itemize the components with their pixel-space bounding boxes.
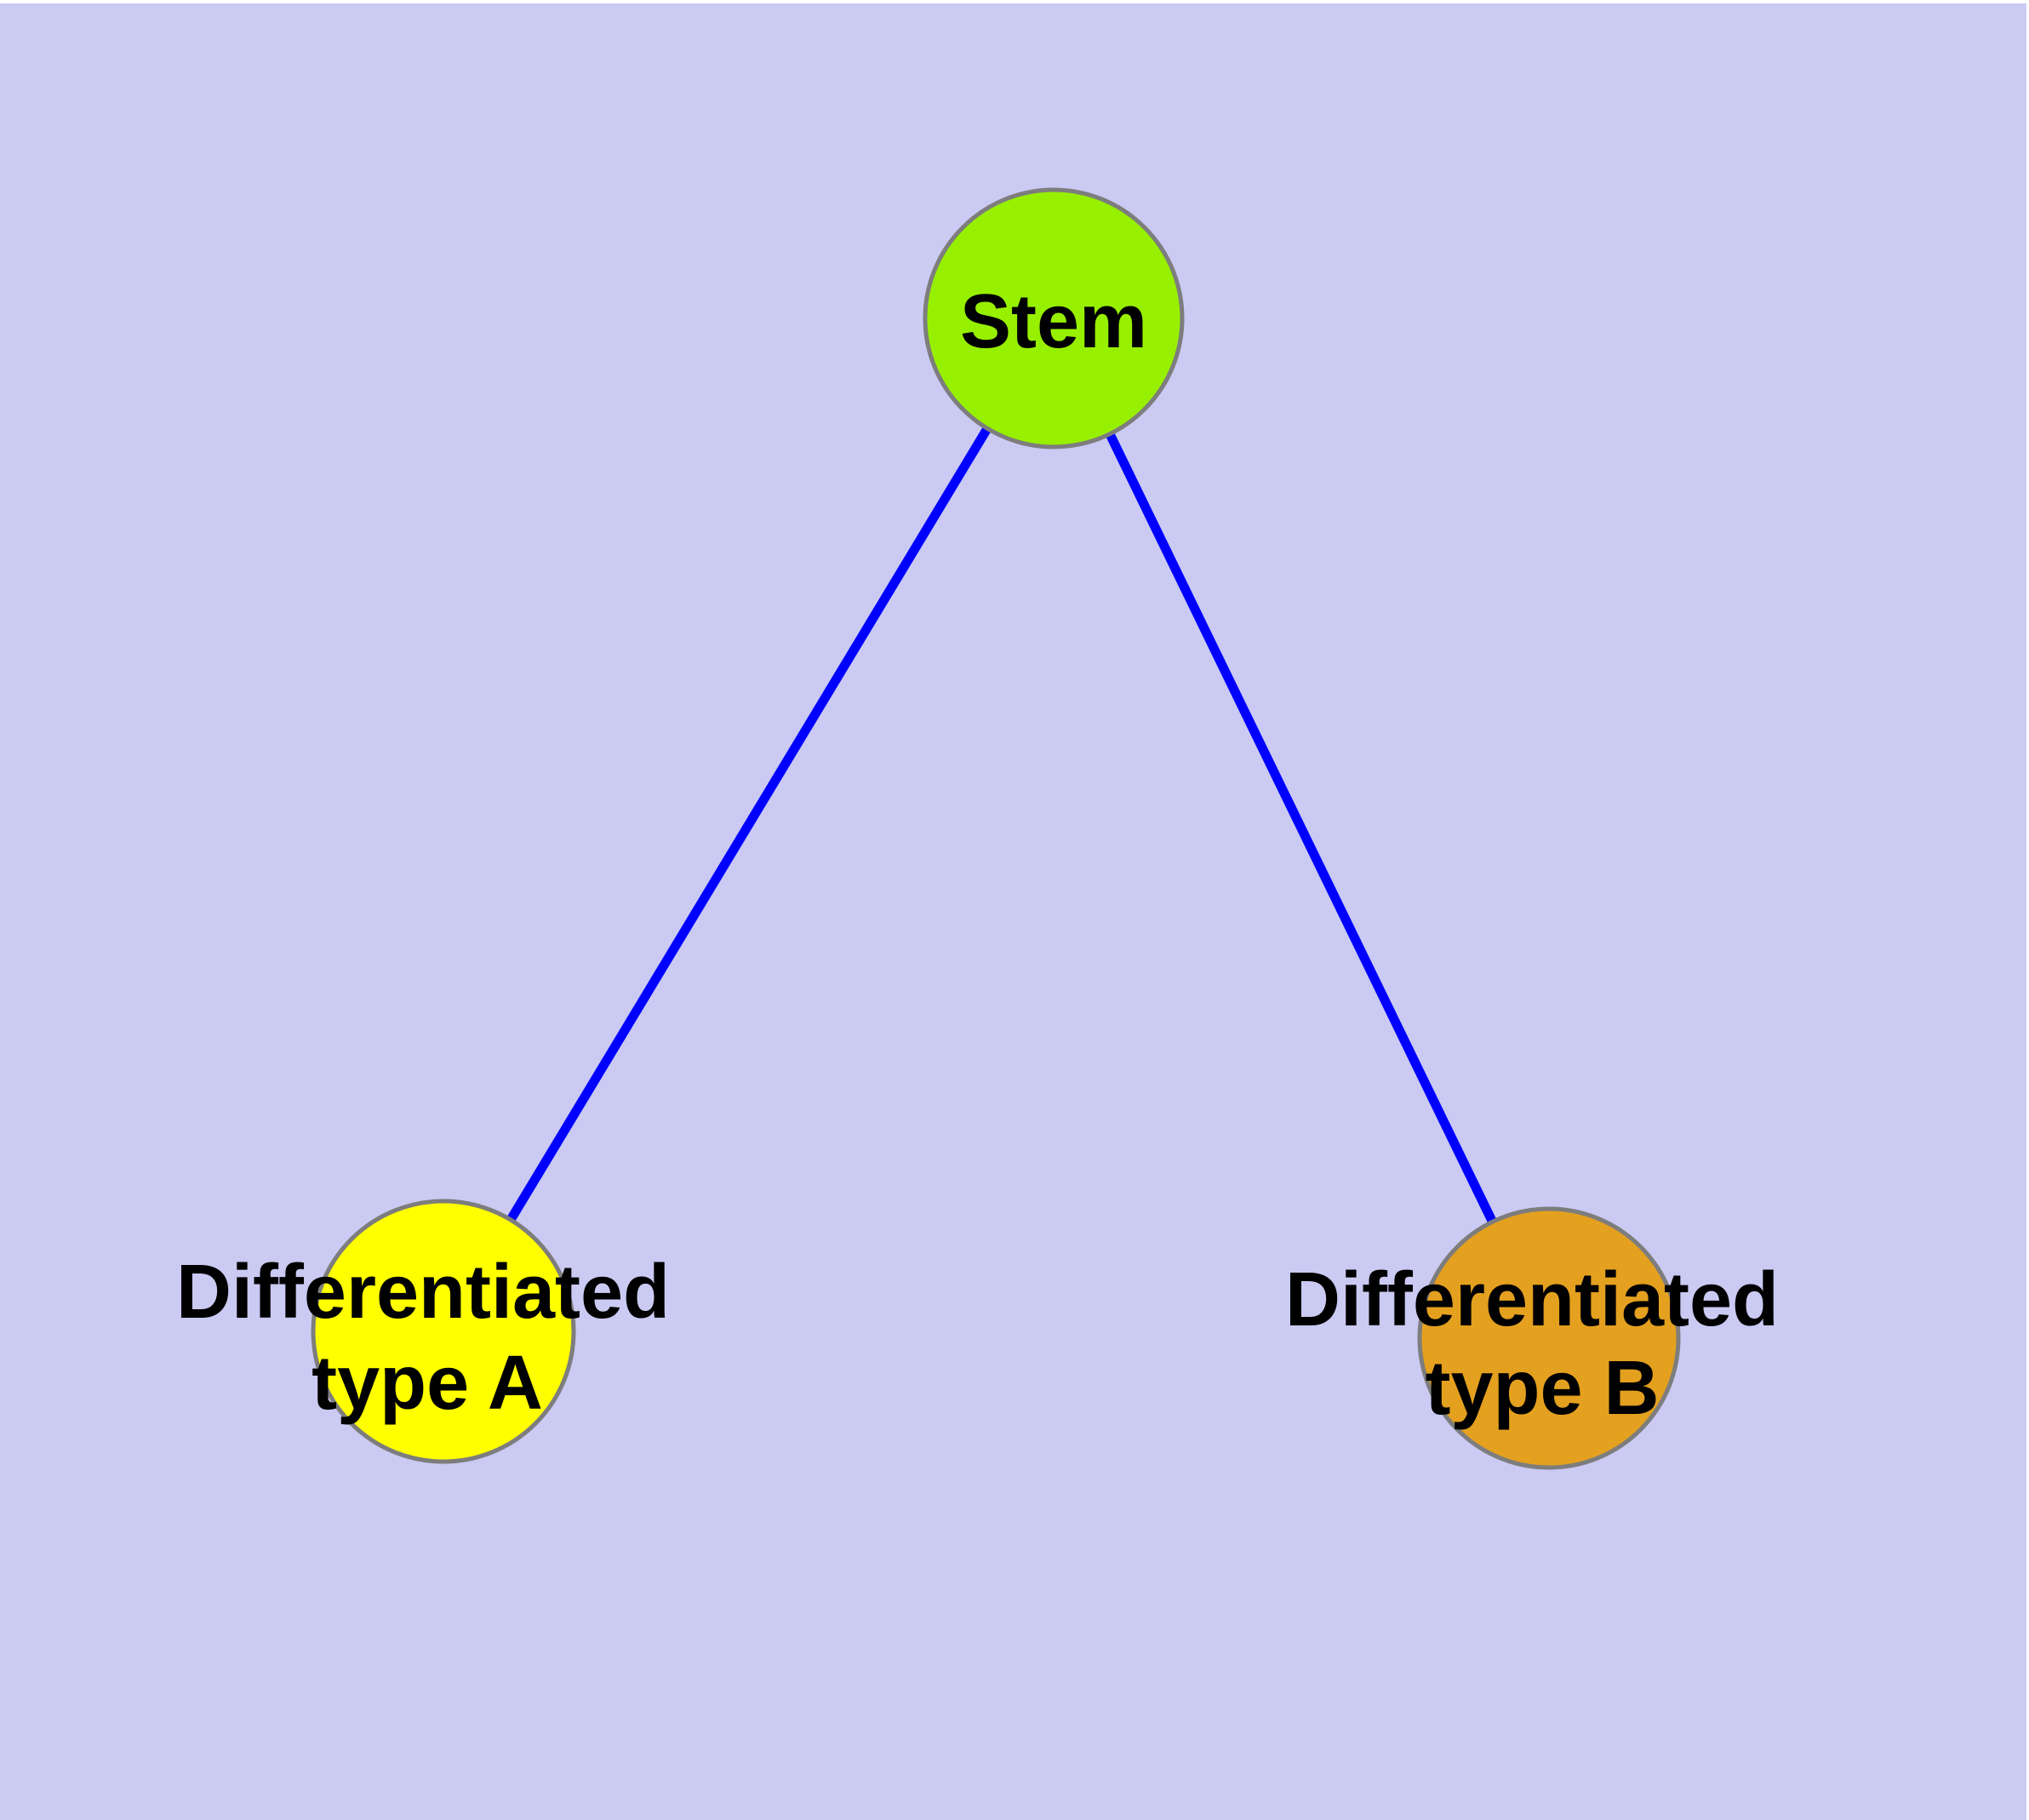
node-stem [923, 187, 1185, 449]
node-type-a-label-line1: Differentiated [176, 1250, 670, 1335]
edge-stem-to-type-a [439, 316, 1058, 1334]
edge-stem-to-type-b [1049, 316, 1553, 1341]
node-differentiated-type-a [311, 1199, 576, 1464]
node-type-a-label-line2: type A [311, 1341, 543, 1426]
node-type-b-label-line2: type B [1425, 1346, 1659, 1431]
node-differentiated-type-b [1417, 1206, 1681, 1470]
node-stem-label: Stem [960, 279, 1147, 364]
node-type-b-label-line1: Differentiated [1285, 1257, 1779, 1342]
